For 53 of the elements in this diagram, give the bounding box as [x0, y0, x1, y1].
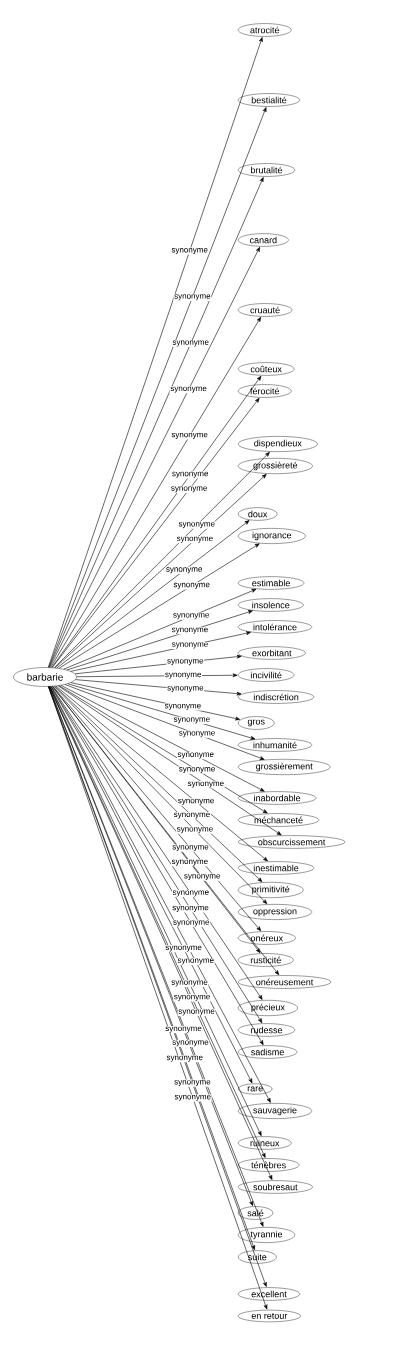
edge-label: synonyme	[171, 248, 208, 255]
edge-label: synonyme	[165, 672, 202, 679]
edge-label: synonyme	[171, 486, 208, 493]
edge-label: synonyme	[177, 958, 214, 965]
edge-label: synonyme	[167, 686, 204, 693]
arrow	[66, 610, 253, 671]
edge-label: synonyme	[171, 627, 208, 634]
edge-label: synonyme	[171, 980, 208, 987]
edge-label: synonyme	[174, 294, 211, 301]
edge-label: synonyme	[171, 432, 208, 439]
edge-label: synonyme	[172, 890, 209, 897]
edge-label: synonyme	[167, 659, 204, 666]
edge-label: synonyme	[172, 471, 209, 478]
edge-label: synonyme	[172, 845, 209, 852]
edge-label: synonyme	[187, 781, 224, 788]
edge-label: synonyme	[164, 704, 201, 710]
arrow	[64, 684, 265, 760]
edge-label: synonyme	[172, 905, 209, 912]
edge-label: synonyme	[174, 994, 210, 1001]
edge-label: synonyme	[178, 522, 215, 529]
arrow	[58, 543, 260, 669]
edge-label: synonyme	[178, 1009, 215, 1016]
edge-label: synonyme	[184, 874, 221, 881]
edge-label: synonyme	[177, 752, 214, 759]
edge-label: synonyme	[170, 386, 207, 393]
edge-label: synonyme	[173, 613, 210, 620]
edge-label: synonyme	[174, 1095, 211, 1101]
edge-label: synonyme	[173, 812, 210, 819]
edge-label: synonyme	[166, 567, 202, 574]
arrow	[58, 685, 268, 814]
arrow	[63, 588, 257, 670]
arrow	[57, 685, 282, 836]
edge-label: synonyme	[172, 340, 209, 347]
arrow	[50, 317, 261, 668]
arrow	[60, 685, 265, 792]
arrow	[49, 247, 260, 668]
edge-label: synonyme	[179, 731, 215, 738]
edge-label: synonyme	[173, 582, 210, 589]
edge-label: synonyme	[165, 945, 202, 952]
edge-label: synonyme	[172, 642, 208, 649]
edge-label: synonyme	[178, 798, 214, 805]
edge-label: synonyme	[179, 767, 215, 774]
edge-label: synonyme	[173, 920, 210, 927]
edge-label: synonyme	[172, 1040, 209, 1047]
edge-label: synonyme	[171, 859, 208, 866]
edge-label: synonyme	[173, 717, 210, 724]
arrow	[56, 520, 250, 669]
edge-label: synonyme	[176, 827, 213, 834]
edge-label: synonyme	[166, 1055, 203, 1062]
arrow	[67, 683, 256, 740]
edge-label: synonyme	[174, 1080, 211, 1087]
edge-label: synonyme	[165, 1026, 202, 1033]
edge-label: synonyme	[176, 536, 213, 543]
